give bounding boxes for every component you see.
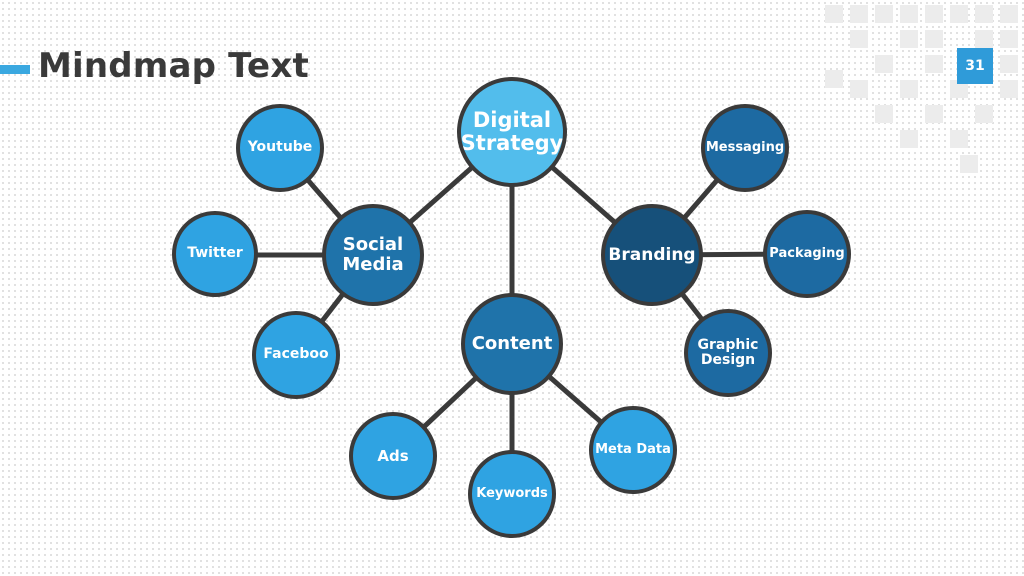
title-accent-bar [0, 65, 30, 74]
node-twitter: Twitter [172, 211, 258, 297]
node-content: Content [461, 293, 563, 395]
node-messaging: Messaging [701, 104, 789, 192]
node-branding: Branding [601, 204, 703, 306]
node-keywords: Keywords [468, 450, 556, 538]
node-graphic-design: Graphic Design [684, 309, 772, 397]
page-number-badge: 31 [957, 48, 993, 84]
node-digital-strategy: Digital Strategy [457, 77, 567, 187]
node-youtube: Youtube [236, 104, 324, 192]
node-meta-data: Meta Data [589, 406, 677, 494]
node-ads: Ads [349, 412, 437, 500]
node-packaging: Packaging [763, 210, 851, 298]
slide-title: Mindmap Text [38, 46, 309, 86]
node-facebook: Faceboo [252, 311, 340, 399]
node-social-media: Social Media [322, 204, 424, 306]
